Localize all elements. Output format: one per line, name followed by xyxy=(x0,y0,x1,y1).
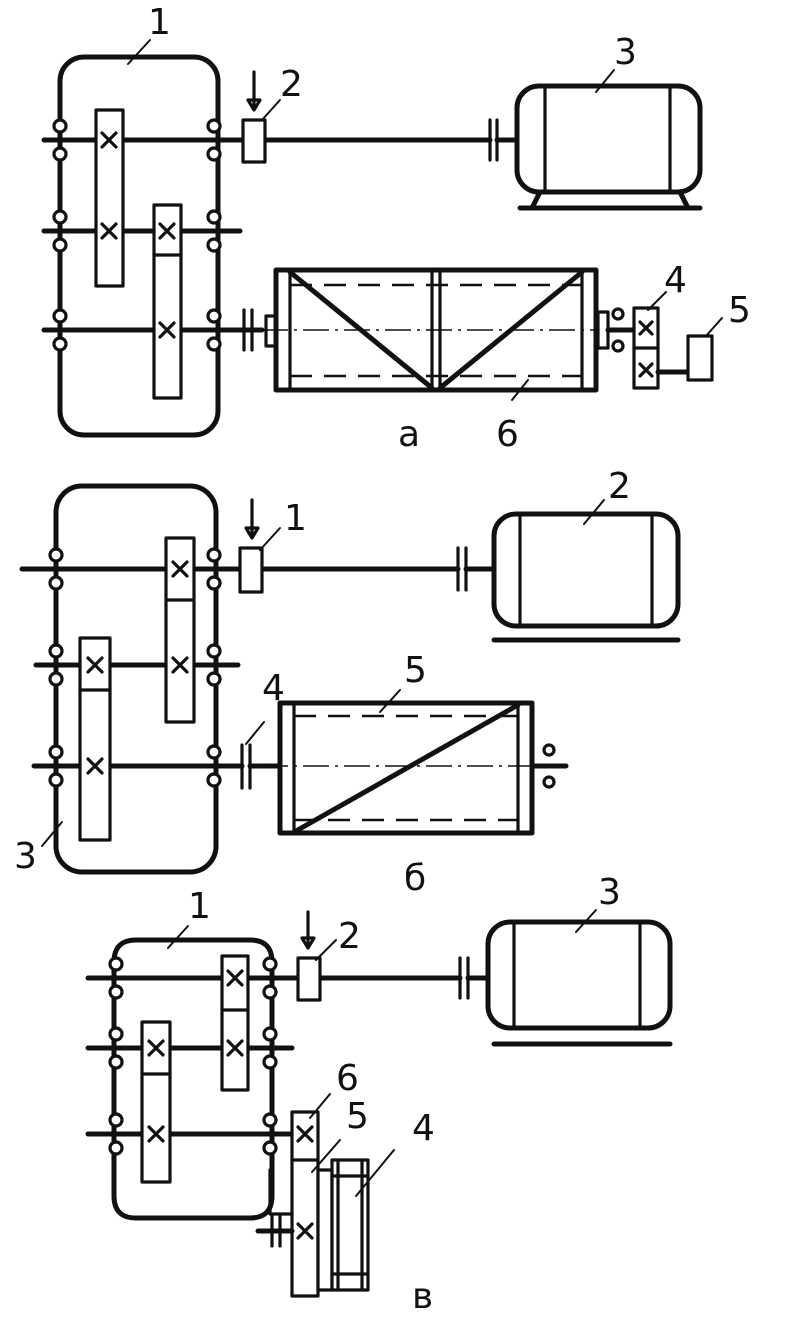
panel-a-gear-2-mark-bottom xyxy=(158,321,176,339)
panel-b-clutch xyxy=(238,546,264,594)
panel-a-motor-base xyxy=(517,189,703,211)
panel-b-label-coupling: 4 xyxy=(262,668,285,709)
panel-c-label-gear: 6 xyxy=(336,1058,359,1099)
panel-c-caption: в xyxy=(412,1276,433,1317)
panel-b-bearings xyxy=(48,547,222,788)
panel-a: 1 2 3 4 5 6 а xyxy=(41,2,751,455)
panel-a-motor xyxy=(514,83,703,195)
panel-a-end-unit xyxy=(686,334,714,382)
panel-a-bearings xyxy=(52,118,222,352)
panel-b-label-motor: 2 xyxy=(608,466,631,507)
panel-b-motor xyxy=(491,511,681,629)
panel-a-gear-1-mark-bottom xyxy=(100,222,118,240)
panel-a-label-drum: 6 xyxy=(496,414,519,455)
panel-c-clutch xyxy=(296,956,322,1002)
panel-a-gear-2 xyxy=(152,203,183,400)
panel-c-label-reducer: 1 xyxy=(188,886,211,927)
panel-b-gear-1 xyxy=(164,536,196,724)
panel-c-bearings xyxy=(108,956,278,1156)
panel-b-label-clutch: 1 xyxy=(284,498,307,539)
panel-b-gear-2 xyxy=(78,636,112,842)
panel-a-caption: а xyxy=(398,414,420,455)
panel-b-label-drum: 5 xyxy=(404,650,427,691)
panel-c-label-side: 5 xyxy=(346,1096,369,1137)
panel-a-gear-2-mark-top xyxy=(158,222,176,240)
panel-a-label-motor: 3 xyxy=(614,32,637,73)
panel-b-caption: б xyxy=(404,858,426,899)
panel-a-gearbox-housing xyxy=(57,54,221,438)
panel-c-gearbox-housing xyxy=(111,937,275,1221)
panel-a-label-end-unit: 5 xyxy=(728,290,751,331)
panel-c-gear xyxy=(290,1110,320,1298)
panel-b: 1 2 4 5 3 б xyxy=(14,466,681,899)
panel-a-label-end-gear: 4 xyxy=(664,260,687,301)
panel-a-gear-1 xyxy=(94,108,125,288)
panel-a-label-clutch: 2 xyxy=(280,64,303,105)
panel-a-label-reducer: 1 xyxy=(148,2,171,43)
panel-a-clutch xyxy=(241,118,267,164)
panel-c-side xyxy=(316,1168,334,1292)
panel-c-label-clutch: 2 xyxy=(338,916,361,957)
panel-a-gear-1-mark-top xyxy=(100,131,118,149)
panel-b-label-reducer: 3 xyxy=(14,836,37,877)
panel-c-label-motor: 3 xyxy=(598,872,621,913)
panel-c-motor xyxy=(485,919,673,1031)
panel-c: 1 2 3 6 5 4 в xyxy=(85,872,673,1317)
panel-c-label-drum: 4 xyxy=(412,1108,435,1149)
